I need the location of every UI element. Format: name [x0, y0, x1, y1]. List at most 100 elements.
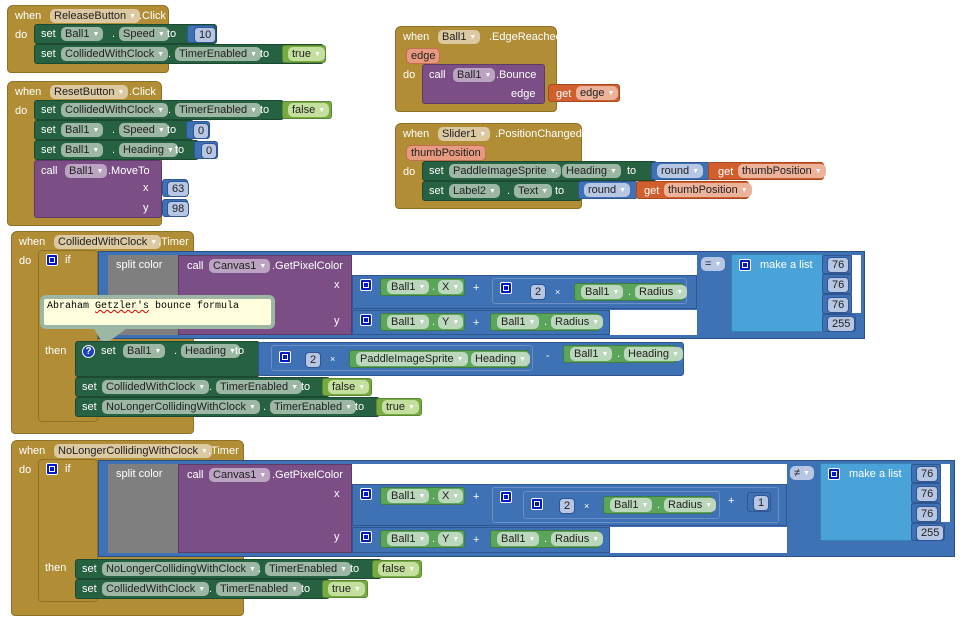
number-value[interactable]: 76	[916, 486, 939, 502]
number-value[interactable]: 63	[167, 181, 190, 197]
component-dropdown[interactable]: NoLongerCollidingWithClock▼	[102, 400, 260, 414]
list-item[interactable]: 76	[911, 464, 941, 483]
property-dropdown[interactable]: Text▼	[514, 184, 553, 198]
component-dropdown[interactable]: Ball1▼	[453, 68, 496, 82]
component-getter[interactable]: PaddleImageSprite▼ . Heading▼	[349, 350, 530, 368]
property-dropdown[interactable]: Radius▼	[635, 285, 688, 299]
mutator-icon[interactable]	[360, 531, 372, 543]
component-getter[interactable]: Ball1▼ . X▼	[380, 278, 465, 296]
number-block[interactable]: 63	[162, 179, 190, 197]
component-getter[interactable]: Ball1▼ . Radius▼	[490, 530, 604, 548]
set-block[interactable]: set CollidedWithClock▼ . TimerEnabled▼ t…	[34, 44, 324, 64]
number-value[interactable]: 76	[827, 277, 850, 293]
compare-op-dropdown[interactable]: =▼	[701, 257, 726, 271]
number-value[interactable]: 255	[827, 316, 856, 332]
property-dropdown[interactable]: TimerEnabled▼	[270, 400, 357, 414]
component-getter[interactable]: Ball1▼ . Radius▼	[574, 283, 688, 301]
mutator-icon[interactable]	[46, 463, 58, 475]
get-block[interactable]: get thumbPosition▼	[708, 162, 826, 180]
number-block[interactable]: 10	[187, 25, 217, 43]
property-dropdown[interactable]: TimerEnabled▼	[175, 47, 262, 61]
compare-op-dropdown[interactable]: ≠▼	[790, 466, 814, 480]
property-dropdown[interactable]: Speed▼	[119, 27, 169, 41]
set-block[interactable]: set Ball1▼ . Heading▼ to	[34, 140, 199, 160]
variable-dropdown[interactable]: thumbPosition▼	[664, 183, 752, 197]
number-value[interactable]: 98	[167, 201, 190, 217]
set-block[interactable]: set NoLongerCollidingWithClock▼ . TimerE…	[75, 559, 382, 579]
property-dropdown[interactable]: X▼	[438, 489, 464, 503]
component-getter[interactable]: Ball1▼ . Y▼	[380, 530, 465, 548]
mutator-icon[interactable]	[500, 491, 512, 503]
list-item[interactable]: 76	[822, 274, 852, 294]
round-block[interactable]: round▼	[651, 162, 711, 180]
boolean-block[interactable]: true▼	[376, 398, 422, 416]
component-dropdown[interactable]: Ball1▼	[123, 344, 166, 358]
set-block[interactable]: set NoLongerCollidingWithClock▼ . TimerE…	[75, 397, 380, 417]
property-dropdown[interactable]: Heading▼	[119, 143, 178, 157]
boolean-dropdown[interactable]: true▼	[328, 582, 365, 596]
number-block[interactable]: 1	[747, 492, 771, 512]
component-dropdown[interactable]: Ball1▼	[497, 532, 540, 546]
mutator-icon[interactable]	[531, 498, 543, 510]
mutator-icon[interactable]	[46, 254, 58, 266]
component-getter[interactable]: Ball1▼ . X▼	[380, 487, 465, 505]
mutator-icon[interactable]	[739, 259, 751, 271]
number-value[interactable]: 0	[193, 123, 210, 139]
boolean-block[interactable]: false▼	[322, 378, 372, 396]
number-block[interactable]: 98	[162, 199, 190, 217]
boolean-dropdown[interactable]: false▼	[328, 380, 370, 394]
set-block[interactable]: set PaddleImageSprite▼ . Heading▼ to	[422, 161, 657, 181]
boolean-dropdown[interactable]: true▼	[382, 400, 419, 414]
component-getter[interactable]: Ball1▼ . Heading▼	[563, 345, 683, 363]
component-dropdown[interactable]: Ball1▼	[387, 315, 430, 329]
component-getter[interactable]: Ball1▼ . Y▼	[380, 313, 465, 331]
component-dropdown[interactable]: Canvas1▼	[209, 468, 271, 482]
variable-dropdown[interactable]: edge▼	[576, 86, 619, 100]
get-pixel-color-block[interactable]: call Canvas1▼ .GetPixelColor x y	[178, 464, 352, 553]
make-a-list-block[interactable]: make a list	[731, 254, 823, 332]
split-color-block[interactable]: split color	[108, 464, 178, 553]
number-value[interactable]: 2	[530, 284, 547, 300]
property-dropdown[interactable]: Y▼	[438, 315, 464, 329]
number-value[interactable]: 10	[194, 27, 217, 43]
boolean-block[interactable]: false▼	[282, 101, 332, 119]
component-dropdown[interactable]: Ball1▼	[438, 30, 481, 44]
property-dropdown[interactable]: Y▼	[438, 532, 464, 546]
math-op-dropdown[interactable]: round▼	[657, 164, 704, 178]
number-value[interactable]: 0	[201, 143, 218, 159]
component-dropdown[interactable]: NoLongerCollidingWithClock▼	[102, 562, 260, 576]
property-dropdown[interactable]: Heading▼	[624, 347, 683, 361]
boolean-block[interactable]: true▼	[282, 45, 326, 63]
property-dropdown[interactable]: Heading▼	[562, 164, 621, 178]
comment-bubble[interactable]: Abraham Getzler's bounce formula	[40, 295, 275, 329]
set-block[interactable]: set CollidedWithClock▼ . TimerEnabled▼ t…	[75, 377, 330, 397]
event-parameter[interactable]: thumbPosition	[406, 145, 486, 161]
number-value[interactable]: 2	[559, 498, 576, 514]
boolean-block[interactable]: true▼	[322, 580, 368, 598]
property-dropdown[interactable]: Radius▼	[664, 498, 717, 512]
number-block[interactable]: 0	[194, 141, 218, 159]
mutator-icon[interactable]	[360, 314, 372, 326]
set-block[interactable]: set Ball1▼ . Speed▼ to	[34, 24, 217, 44]
boolean-dropdown[interactable]: false▼	[288, 103, 330, 117]
property-dropdown[interactable]: TimerEnabled▼	[216, 380, 303, 394]
property-dropdown[interactable]: Heading▼	[181, 344, 240, 358]
number-value[interactable]: 1	[753, 495, 770, 511]
variable-dropdown[interactable]: thumbPosition▼	[738, 164, 826, 178]
set-block[interactable]: set CollidedWithClock▼ . TimerEnabled▼ t…	[75, 579, 330, 599]
component-dropdown[interactable]: PaddleImageSprite▼	[356, 352, 468, 366]
component-dropdown[interactable]: Slider1▼	[438, 127, 491, 141]
property-dropdown[interactable]: TimerEnabled▼	[175, 103, 262, 117]
boolean-dropdown[interactable]: true▼	[288, 47, 325, 61]
mutator-icon[interactable]	[500, 282, 512, 294]
property-dropdown[interactable]: Heading▼	[471, 352, 530, 366]
get-block[interactable]: get edge▼	[548, 84, 620, 102]
property-dropdown[interactable]: TimerEnabled▼	[216, 582, 303, 596]
property-dropdown[interactable]: TimerEnabled▼	[265, 562, 352, 576]
component-dropdown[interactable]: ReleaseButton▼	[50, 9, 141, 23]
component-getter[interactable]: Ball1▼ . Radius▼	[603, 496, 717, 514]
set-block[interactable]: set Label2▼ . Text▼ to	[422, 181, 582, 201]
component-dropdown[interactable]: ResetButton▼	[50, 85, 129, 99]
mutator-icon[interactable]	[360, 279, 372, 291]
component-dropdown[interactable]: Ball1▼	[387, 489, 430, 503]
